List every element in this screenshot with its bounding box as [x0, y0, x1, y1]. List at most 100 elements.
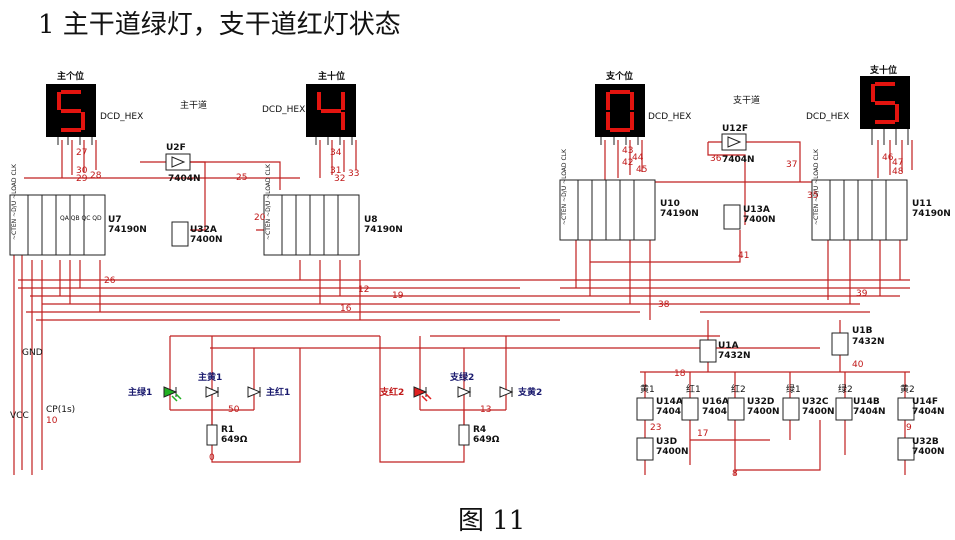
led-label: 支黄2	[517, 386, 542, 398]
svg-text:47: 47	[892, 158, 903, 168]
segment-a	[61, 90, 81, 94]
svg-text:43: 43	[622, 146, 633, 156]
segment-c	[630, 112, 634, 130]
svg-text:41: 41	[738, 251, 749, 261]
svg-text:7400N: 7400N	[656, 447, 689, 457]
svg-text:7404N: 7404N	[702, 407, 735, 417]
svg-text:~CTEN ~D/U ~LOAD CLK: ~CTEN ~D/U ~LOAD CLK	[11, 163, 18, 240]
segment-f	[317, 92, 321, 110]
gate-u32d: U32D 7400N	[727, 397, 780, 421]
display-title: 主个位	[57, 70, 84, 82]
svg-text:39: 39	[856, 289, 868, 299]
seven-seg-digit	[57, 90, 85, 132]
gate-u13a: U13A 7400N	[723, 204, 776, 230]
wires	[13, 140, 913, 475]
svg-text:~CTEN ~D/U ~LOAD CLK: ~CTEN ~D/U ~LOAD CLK	[265, 163, 272, 240]
segment-f	[57, 92, 61, 110]
svg-text:12: 12	[358, 285, 369, 295]
led-branch-yellow	[499, 386, 514, 398]
svg-text:绿1: 绿1	[786, 383, 801, 395]
gate-u14a: U14A 7404N	[636, 397, 689, 421]
resistor-r1: R1 649Ω	[206, 424, 248, 446]
svg-text:27: 27	[76, 148, 87, 158]
svg-text:0: 0	[209, 453, 215, 463]
segment-b	[341, 92, 345, 110]
seven-seg-digit	[317, 92, 345, 130]
svg-text:16: 16	[340, 304, 352, 314]
svg-text:9: 9	[906, 423, 912, 433]
led-label: 支红2	[379, 386, 404, 398]
gate-u1b: U1B 7432N	[831, 326, 885, 356]
led-label: 支绿2	[449, 371, 474, 383]
branch-road-label: 支干道	[733, 94, 760, 106]
svg-text:U32C: U32C	[802, 397, 829, 407]
svg-text:19: 19	[392, 291, 404, 301]
gate-u2f: U2F 7404N	[165, 143, 201, 184]
svg-text:18: 18	[674, 369, 686, 379]
svg-text:U11: U11	[912, 199, 932, 209]
svg-text:7432N: 7432N	[852, 337, 885, 347]
svg-text:29: 29	[76, 174, 88, 184]
gate-u32a: U32A 7400N	[171, 221, 223, 247]
segment-d	[61, 128, 81, 132]
net-numbers: 27 30 29 28 34 31 32 33 25 20 26 12 16 1…	[46, 146, 912, 479]
svg-text:U32D: U32D	[747, 397, 774, 407]
display-main-ones: 主个位 DCD_HEX	[46, 70, 143, 145]
display-title: 主十位	[318, 70, 345, 82]
svg-text:U32B: U32B	[912, 437, 939, 447]
probe-labels: 黄1 红1 红2 绿1 绿2 黄2	[640, 383, 915, 395]
svg-text:42: 42	[622, 158, 633, 168]
gate-u32c: U32C 7400N	[782, 397, 835, 421]
svg-text:38: 38	[658, 300, 670, 310]
svg-text:7404N: 7404N	[656, 407, 689, 417]
gnd-label: GND	[22, 348, 43, 358]
svg-text:28: 28	[90, 171, 102, 181]
display-main-tens: 主十位 DCD_HEX	[262, 70, 356, 145]
svg-text:25: 25	[236, 173, 247, 183]
svg-text:48: 48	[892, 167, 904, 177]
segment-e	[606, 112, 610, 130]
svg-text:7404N: 7404N	[912, 407, 945, 417]
svg-text:U14A: U14A	[656, 397, 683, 407]
vcc-label: VCC	[10, 411, 29, 421]
gate-u32b: U32B 7400N	[897, 437, 945, 461]
svg-text:U8: U8	[364, 215, 378, 225]
svg-text:30: 30	[76, 166, 88, 176]
svg-text:R4: R4	[473, 425, 486, 435]
resistor-r4: R4 649Ω	[458, 424, 500, 446]
svg-text:74190N: 74190N	[912, 209, 951, 219]
svg-text:50: 50	[228, 405, 240, 415]
svg-text:10: 10	[46, 416, 58, 426]
svg-text:35: 35	[807, 191, 818, 201]
svg-text:U1B: U1B	[852, 326, 873, 336]
svg-text:7400N: 7400N	[190, 235, 223, 245]
display-label: DCD_HEX	[100, 112, 143, 122]
svg-text:649Ω: 649Ω	[221, 435, 248, 445]
svg-text:33: 33	[348, 169, 359, 179]
svg-text:~CTEN ~D/U ~LOAD CLK: ~CTEN ~D/U ~LOAD CLK	[813, 148, 820, 225]
svg-text:U1A: U1A	[718, 341, 739, 351]
svg-text:U14B: U14B	[853, 397, 880, 407]
svg-text:7400N: 7400N	[802, 407, 835, 417]
gate-u1a: U1A 7432N	[699, 339, 751, 363]
svg-text:26: 26	[104, 276, 116, 286]
svg-text:74190N: 74190N	[108, 225, 147, 235]
figure-caption: 图 11	[458, 506, 526, 536]
svg-text:7404N: 7404N	[853, 407, 886, 417]
led-main-green	[163, 386, 182, 402]
display-label: DCD_HEX	[262, 105, 305, 115]
display-label: DCD_HEX	[648, 112, 691, 122]
svg-text:U32A: U32A	[190, 225, 217, 235]
led-main-red	[247, 386, 262, 398]
segment-c	[81, 112, 85, 130]
counter-u11: ~CTEN ~D/U ~LOAD CLK U11 74190N	[811, 148, 951, 241]
seven-seg-digit	[606, 90, 634, 132]
gate-u14b: U14B 7404N	[835, 397, 886, 421]
led-group-branch: 支红2 支绿2 支黄2	[379, 371, 542, 402]
svg-text:37: 37	[786, 160, 797, 170]
svg-text:U10: U10	[660, 199, 680, 209]
led-label: 主红1	[266, 386, 290, 398]
svg-text:U3D: U3D	[656, 437, 677, 447]
led-main-yellow	[205, 386, 220, 398]
